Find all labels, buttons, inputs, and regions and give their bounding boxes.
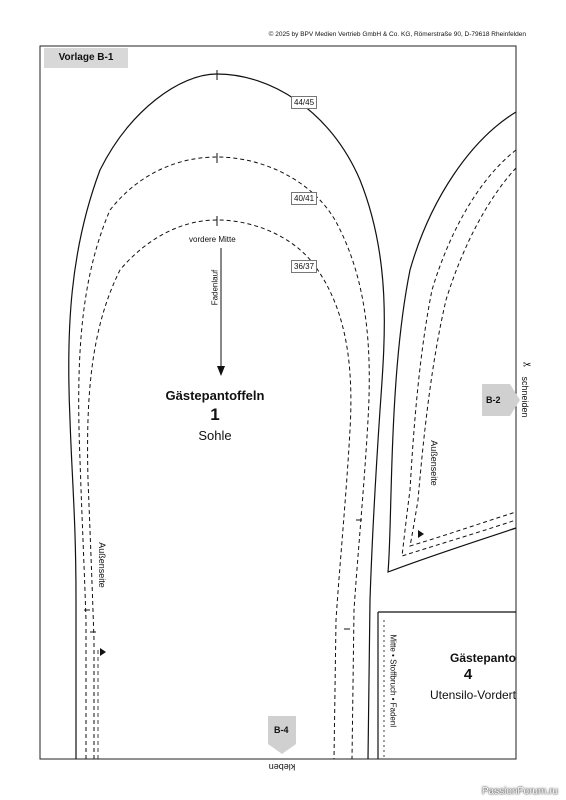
cut-label: schneiden bbox=[520, 376, 530, 418]
piece4-number: 4 bbox=[463, 666, 473, 683]
piece1-number: 1 bbox=[210, 405, 220, 424]
size-label-40-41: 40/41 bbox=[291, 192, 318, 205]
grain-label: Fadenlauf bbox=[210, 269, 220, 306]
copyright: © 2025 by BPV Medien Vertrieb GmbH & Co.… bbox=[268, 31, 526, 38]
piece4-part: Utensilo-Vordert bbox=[429, 688, 516, 702]
tab-b2: B-2 bbox=[486, 395, 501, 405]
tab-b4: B-4 bbox=[274, 725, 289, 735]
front-center-label: vordere Mitte bbox=[189, 235, 236, 244]
sheet-label: Vorlage B-1 bbox=[44, 48, 128, 68]
piece-upper-right-outline bbox=[387, 111, 517, 573]
fold-label: Mitte • Stoffbruch • Fadenl bbox=[388, 634, 398, 728]
watermark: PassionForum.ru bbox=[481, 786, 558, 797]
size-label-36-37: 36/37 bbox=[291, 260, 318, 273]
sole-outline-36-37 bbox=[87, 219, 352, 760]
glue-label: kleben bbox=[268, 762, 296, 772]
piece1-part: Sohle bbox=[198, 428, 232, 443]
sole-outline-40-41 bbox=[78, 156, 370, 760]
tab-b2-shape bbox=[482, 384, 520, 416]
piece1-title: Gästepantoffeln bbox=[165, 388, 265, 403]
tab-b4-shape bbox=[268, 716, 296, 754]
outside-label-right: Außenseite bbox=[429, 440, 439, 486]
outside-label-left: Außenseite bbox=[97, 542, 107, 588]
scissors-icon: ✂ bbox=[523, 360, 531, 371]
size-label-44-45: 44/45 bbox=[291, 96, 318, 109]
piece4-title: Gästepanto bbox=[449, 651, 516, 665]
